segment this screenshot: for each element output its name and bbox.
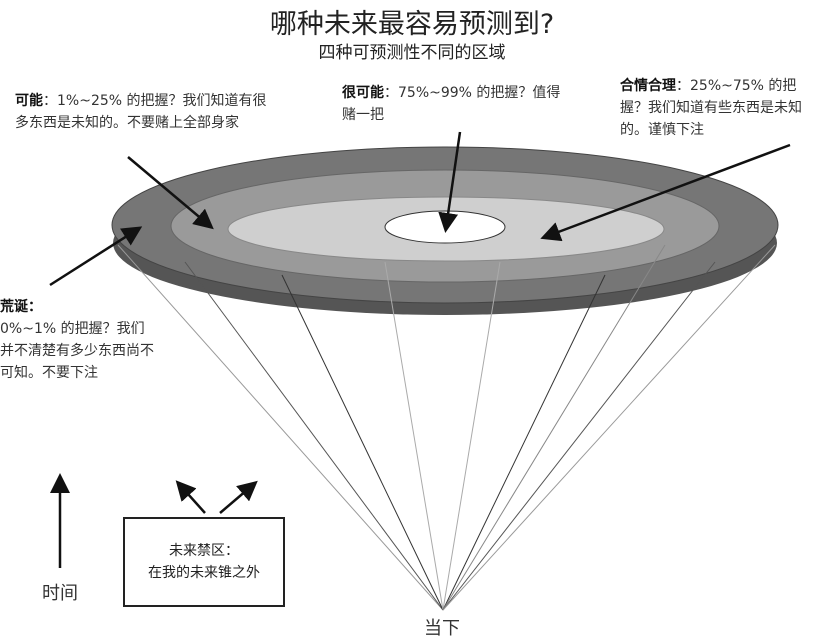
cone-lines (117, 244, 776, 611)
zone-preposterous-annotation: 荒诞： 0%~1% 的把握？我们并不清楚有多少东西尚不可知。不要下注 (0, 296, 158, 384)
time-label: 时间 (42, 583, 78, 604)
forbidden-future-box: 未来禁区： 在我的未来锥之外 (123, 517, 285, 607)
zone-label: 很可能 (342, 85, 384, 101)
zone-text: ：1%~25% 的把握？我们知道有很多东西是未知的。不要赌上全部身家 (15, 93, 267, 131)
forbidden-line1: 未来禁区： (169, 543, 239, 559)
zone-text: ：25%~75% 的把握？我们知道有些东西是未知的。谨慎下注 (620, 78, 802, 138)
zone-text: 0%~1% 的把握？我们并不清楚有多少东西尚不可知。不要下注 (0, 321, 154, 381)
zone-probable-annotation: 很可能：75%~99% 的把握？值得赌一把 (342, 82, 572, 126)
zone-text: ：75%~99% 的把握？值得赌一把 (342, 85, 561, 123)
pointer-arrows (49, 131, 791, 568)
zone-plausible-annotation: 合情合理：25%~75% 的把握？我们知道有些东西是未知的。谨慎下注 (620, 75, 820, 141)
page-title: 哪种未来最容易预测到? (269, 9, 555, 40)
zone-label: 可能 (15, 93, 43, 109)
page-subtitle: 四种可预测性不同的区域 (318, 43, 506, 63)
present-label: 当下 (424, 618, 460, 639)
zone-possible-annotation: 可能：1%~25% 的把握？我们知道有很多东西是未知的。不要赌上全部身家 (15, 90, 280, 134)
zone-label: 合情合理 (620, 78, 676, 94)
forbidden-line2: 在我的未来锥之外 (148, 565, 260, 581)
zone-label: 荒诞： (0, 299, 42, 315)
